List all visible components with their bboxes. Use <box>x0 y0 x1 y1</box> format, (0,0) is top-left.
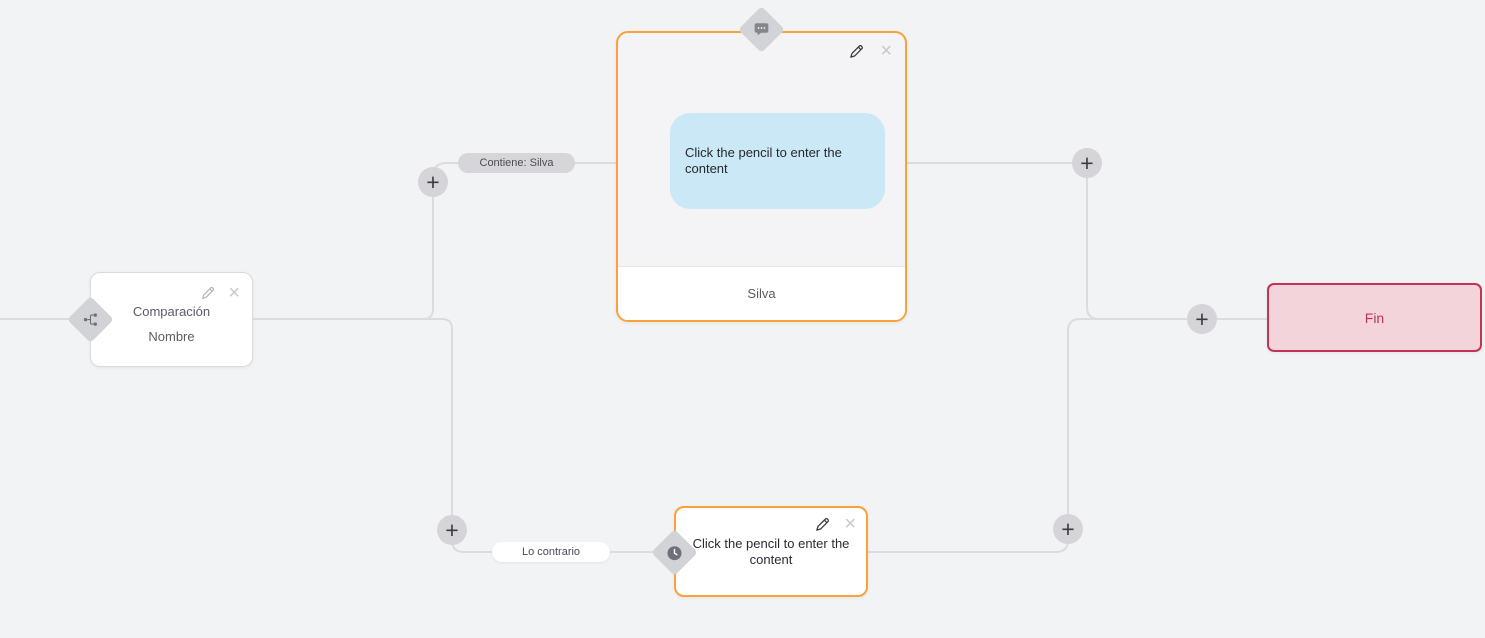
edit-pencil-icon[interactable] <box>848 43 865 60</box>
message-node[interactable]: × Click the pencil to enter the content … <box>616 31 907 322</box>
connector-action-to-end <box>868 318 1100 553</box>
message-node-footer: Silva <box>618 266 905 320</box>
close-icon[interactable]: × <box>844 513 856 535</box>
action-node[interactable]: × Click the pencil to enter the content <box>674 506 868 597</box>
add-step-button-otherwise[interactable]: + <box>437 515 467 545</box>
action-placeholder-text: Click the pencil to enter the content <box>692 536 850 567</box>
edge-label-contains: Contiene: Silva <box>458 153 575 173</box>
add-step-button-after-action[interactable]: + <box>1053 514 1083 544</box>
edge-label-otherwise: Lo contrario <box>492 542 610 562</box>
edit-pencil-icon[interactable] <box>814 516 831 533</box>
connector-otherwise-branch <box>423 318 657 553</box>
close-icon[interactable]: × <box>228 282 240 304</box>
condition-node-badge <box>67 296 114 343</box>
condition-title-line1: Comparación <box>132 304 211 319</box>
action-node-badge <box>651 529 698 576</box>
clock-icon <box>667 545 683 561</box>
branch-icon <box>83 312 98 327</box>
condition-title-line2: Nombre <box>148 329 195 344</box>
close-icon[interactable]: × <box>880 40 892 62</box>
add-step-button-before-end[interactable]: + <box>1187 304 1217 334</box>
connector-message-to-end <box>907 162 1267 320</box>
add-step-button-after-message[interactable]: + <box>1072 148 1102 178</box>
edit-pencil-icon[interactable] <box>200 285 216 301</box>
end-node-label: Fin <box>1364 309 1385 326</box>
message-placeholder-text: Click the pencil to enter the content <box>685 145 842 176</box>
message-footer-label: Silva <box>747 286 776 301</box>
end-node[interactable]: Fin <box>1267 283 1482 352</box>
message-preview-bubble: Click the pencil to enter the content <box>670 113 885 209</box>
chat-bubble-icon <box>753 22 770 37</box>
message-node-badge <box>738 6 785 53</box>
condition-node[interactable]: × Comparación Nombre <box>90 272 253 367</box>
add-step-button-match[interactable]: + <box>418 167 448 197</box>
condition-node-title: Comparación Nombre <box>91 299 252 349</box>
